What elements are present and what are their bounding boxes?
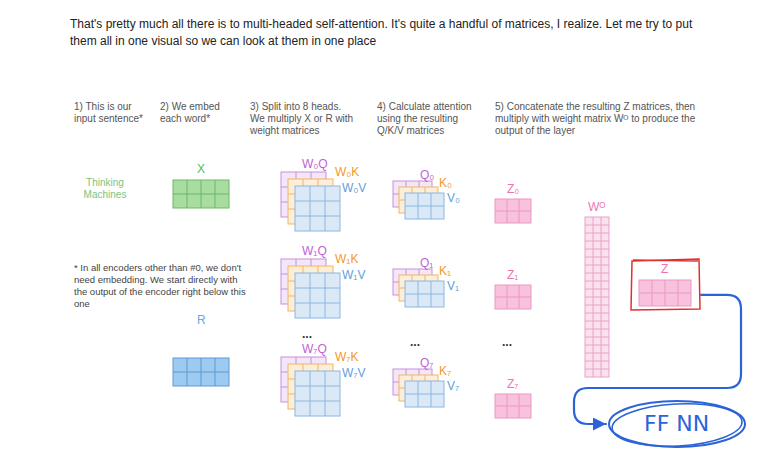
matrix-label: K₀ (439, 176, 452, 190)
input-sentence: Thinking Machines (74, 177, 136, 201)
matrix-label: K₇ (439, 364, 451, 378)
matrix-cells (495, 199, 531, 223)
matrix-grid (172, 357, 230, 387)
step-heading: 4) Calculate attention using the resulti… (377, 101, 485, 137)
matrix-grid (294, 185, 341, 232)
matrix-box: Z₀ (494, 182, 532, 224)
footnote: * In all encoders other than #0, we don'… (74, 262, 252, 310)
matrix-box: Z₇ (494, 377, 532, 419)
matrix-grid (494, 284, 532, 310)
matrix-gridlines (173, 358, 229, 386)
matrix-gridlines (585, 217, 609, 377)
matrix-box: W₀Q W₀K W₀V (280, 157, 370, 232)
matrix-cells (173, 358, 229, 386)
matrix-cells (495, 394, 531, 418)
matrix-label: W₀Q (302, 157, 328, 171)
matrix-label: V₇ (447, 379, 459, 393)
matrix-cells (295, 186, 340, 231)
matrix-label: W₀K (335, 165, 359, 179)
oval-stroke (611, 401, 743, 450)
matrix-gridlines (405, 281, 444, 307)
matrix-cells (585, 217, 609, 377)
network-oval: FF NN (606, 398, 748, 450)
matrix-cells (173, 180, 229, 208)
step-heading: 3) Split into 8 heads. We multiply X or … (250, 101, 358, 137)
matrix-box: Wᴼ (584, 200, 610, 378)
matrix-label: W₀V (342, 181, 366, 195)
matrix-cells (405, 281, 444, 307)
matrix-box: Q₁ K₁V₁ (392, 256, 467, 308)
matrix-label: Q₀ (420, 168, 434, 182)
matrix-label: V₀ (447, 191, 460, 205)
matrix-grid (404, 380, 445, 408)
matrix-gridlines (495, 199, 531, 223)
matrix-label: X (197, 162, 205, 176)
matrix-gridlines (295, 273, 340, 318)
matrix-grid (294, 272, 341, 319)
matrix-label: Z₀ (507, 182, 519, 196)
matrix-grid (404, 192, 445, 220)
matrix-cells (495, 285, 531, 309)
matrix-label: Wᴼ (588, 200, 605, 214)
matrix-gridlines (495, 394, 531, 418)
matrix-box: X (172, 162, 230, 209)
intro-text: That's pretty much all there is to multi… (70, 16, 700, 50)
step-heading: 2) We embed each word* (160, 101, 232, 125)
matrix-grid (638, 279, 692, 307)
matrix-grid (404, 280, 445, 308)
matrix-cells (405, 193, 444, 219)
matrix-grid (494, 393, 532, 419)
matrix-gridlines (295, 186, 340, 231)
matrix-box: Q₀ K₀V₀ (392, 168, 467, 220)
matrix-gridlines (495, 285, 531, 309)
matrix-label: W₁K (335, 252, 358, 266)
output-matrix-box: Z (629, 257, 701, 311)
matrix-label: Z₇ (507, 377, 518, 391)
matrix-label: W₁V (342, 268, 365, 282)
matrix-grid (172, 179, 230, 209)
matrix-cells (405, 381, 444, 407)
matrix-box: R (172, 313, 230, 387)
matrix-label: Q₇ (420, 356, 433, 370)
matrix-gridlines (639, 280, 691, 306)
matrix-label: Q₁ (420, 256, 433, 270)
matrix-label: V₁ (447, 279, 459, 293)
matrix-gridlines (405, 381, 444, 407)
matrix-box: Q₇ K₇V₇ (392, 356, 467, 408)
matrix-label: Z₁ (507, 268, 518, 282)
ellipsis: ... (302, 328, 332, 340)
matrix-gridlines (295, 371, 340, 416)
matrix-label: W₇V (342, 366, 365, 380)
matrix-gridlines (405, 193, 444, 219)
step-heading: 5) Concatenate the resulting Z matrices,… (495, 101, 723, 137)
ellipsis: ... (502, 336, 532, 348)
hand-drawn-outline (631, 259, 700, 310)
matrix-box: W₁Q W₁K W₁V (280, 244, 370, 319)
matrix-box: W₇Q W₇K W₇V (280, 342, 370, 417)
handwritten-label: FF NN (644, 411, 709, 437)
matrix-gridlines (173, 180, 229, 208)
matrix-label: R (197, 313, 206, 327)
matrix-grid (494, 198, 532, 224)
matrix-label: Z (661, 262, 668, 276)
matrix-box: Z₁ (494, 268, 532, 310)
matrix-label: W₇Q (302, 342, 327, 356)
matrix-grid (294, 370, 341, 417)
matrix-cells (639, 280, 691, 306)
step-heading: 1) This is our input sentence* (74, 101, 154, 125)
ellipsis: ... (410, 336, 440, 348)
matrix-label: W₁Q (302, 244, 327, 258)
matrix-label: K₁ (439, 264, 451, 278)
matrix-cells (295, 273, 340, 318)
matrix-cells (295, 371, 340, 416)
matrix-label: W₇K (335, 350, 358, 364)
matrix-grid (584, 216, 610, 378)
